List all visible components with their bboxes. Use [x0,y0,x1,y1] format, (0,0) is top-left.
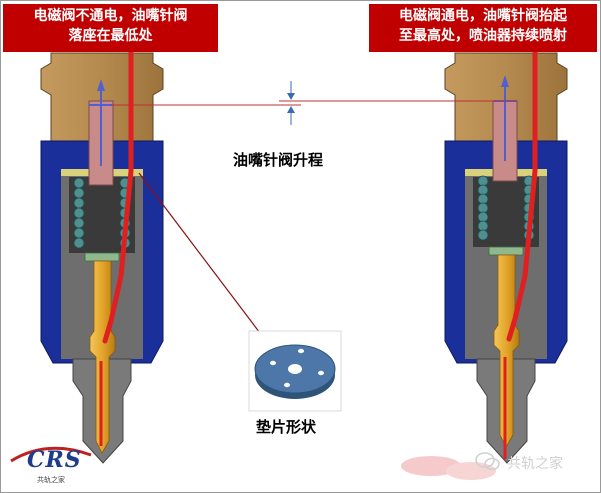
left-state-line-1: 电磁阀不通电，油嘴针阀 [33,8,188,24]
crs-logo-text: CRS [27,447,82,473]
needle-lift-indicator [111,81,517,125]
injector-left-fuel-line [102,50,134,344]
wechat-icon [475,452,500,471]
washer-shape-illustration [248,330,342,412]
left-state-label: 电磁阀不通电，油嘴针阀 落座在最低处 [3,4,218,52]
injector-right-needle [493,254,520,448]
crs-logo: CRS 共轨之家 [7,439,97,489]
injector-left-spring-seat [84,252,120,262]
injector-left [40,50,164,464]
needle-lift-caption: 油嘴针阀升程 [233,151,324,169]
left-state-line-2: 落座在最低处 [68,28,153,44]
injector-right-fuel-line [506,50,538,342]
injector-right [444,50,568,464]
injector-left-needle [89,260,116,454]
watermark: 共轨之家 [471,447,597,477]
crs-logo-sub: 共轨之家 [37,476,65,484]
right-state-line-1: 电磁阀通电，油嘴针阀抬起 [399,8,567,24]
crs-logo-swoosh [10,446,92,463]
watermark-text: 共轨之家 [507,456,563,472]
washer-leader-line [138,172,264,338]
washer-shape-caption: 垫片形状 [256,418,317,436]
right-state-line-2: 至最高处，喷油器持续喷射 [399,28,567,44]
right-state-label: 电磁阀通电，油嘴针阀抬起 至最高处，喷油器持续喷射 [369,4,597,52]
injector-right-spring-seat [488,246,524,256]
